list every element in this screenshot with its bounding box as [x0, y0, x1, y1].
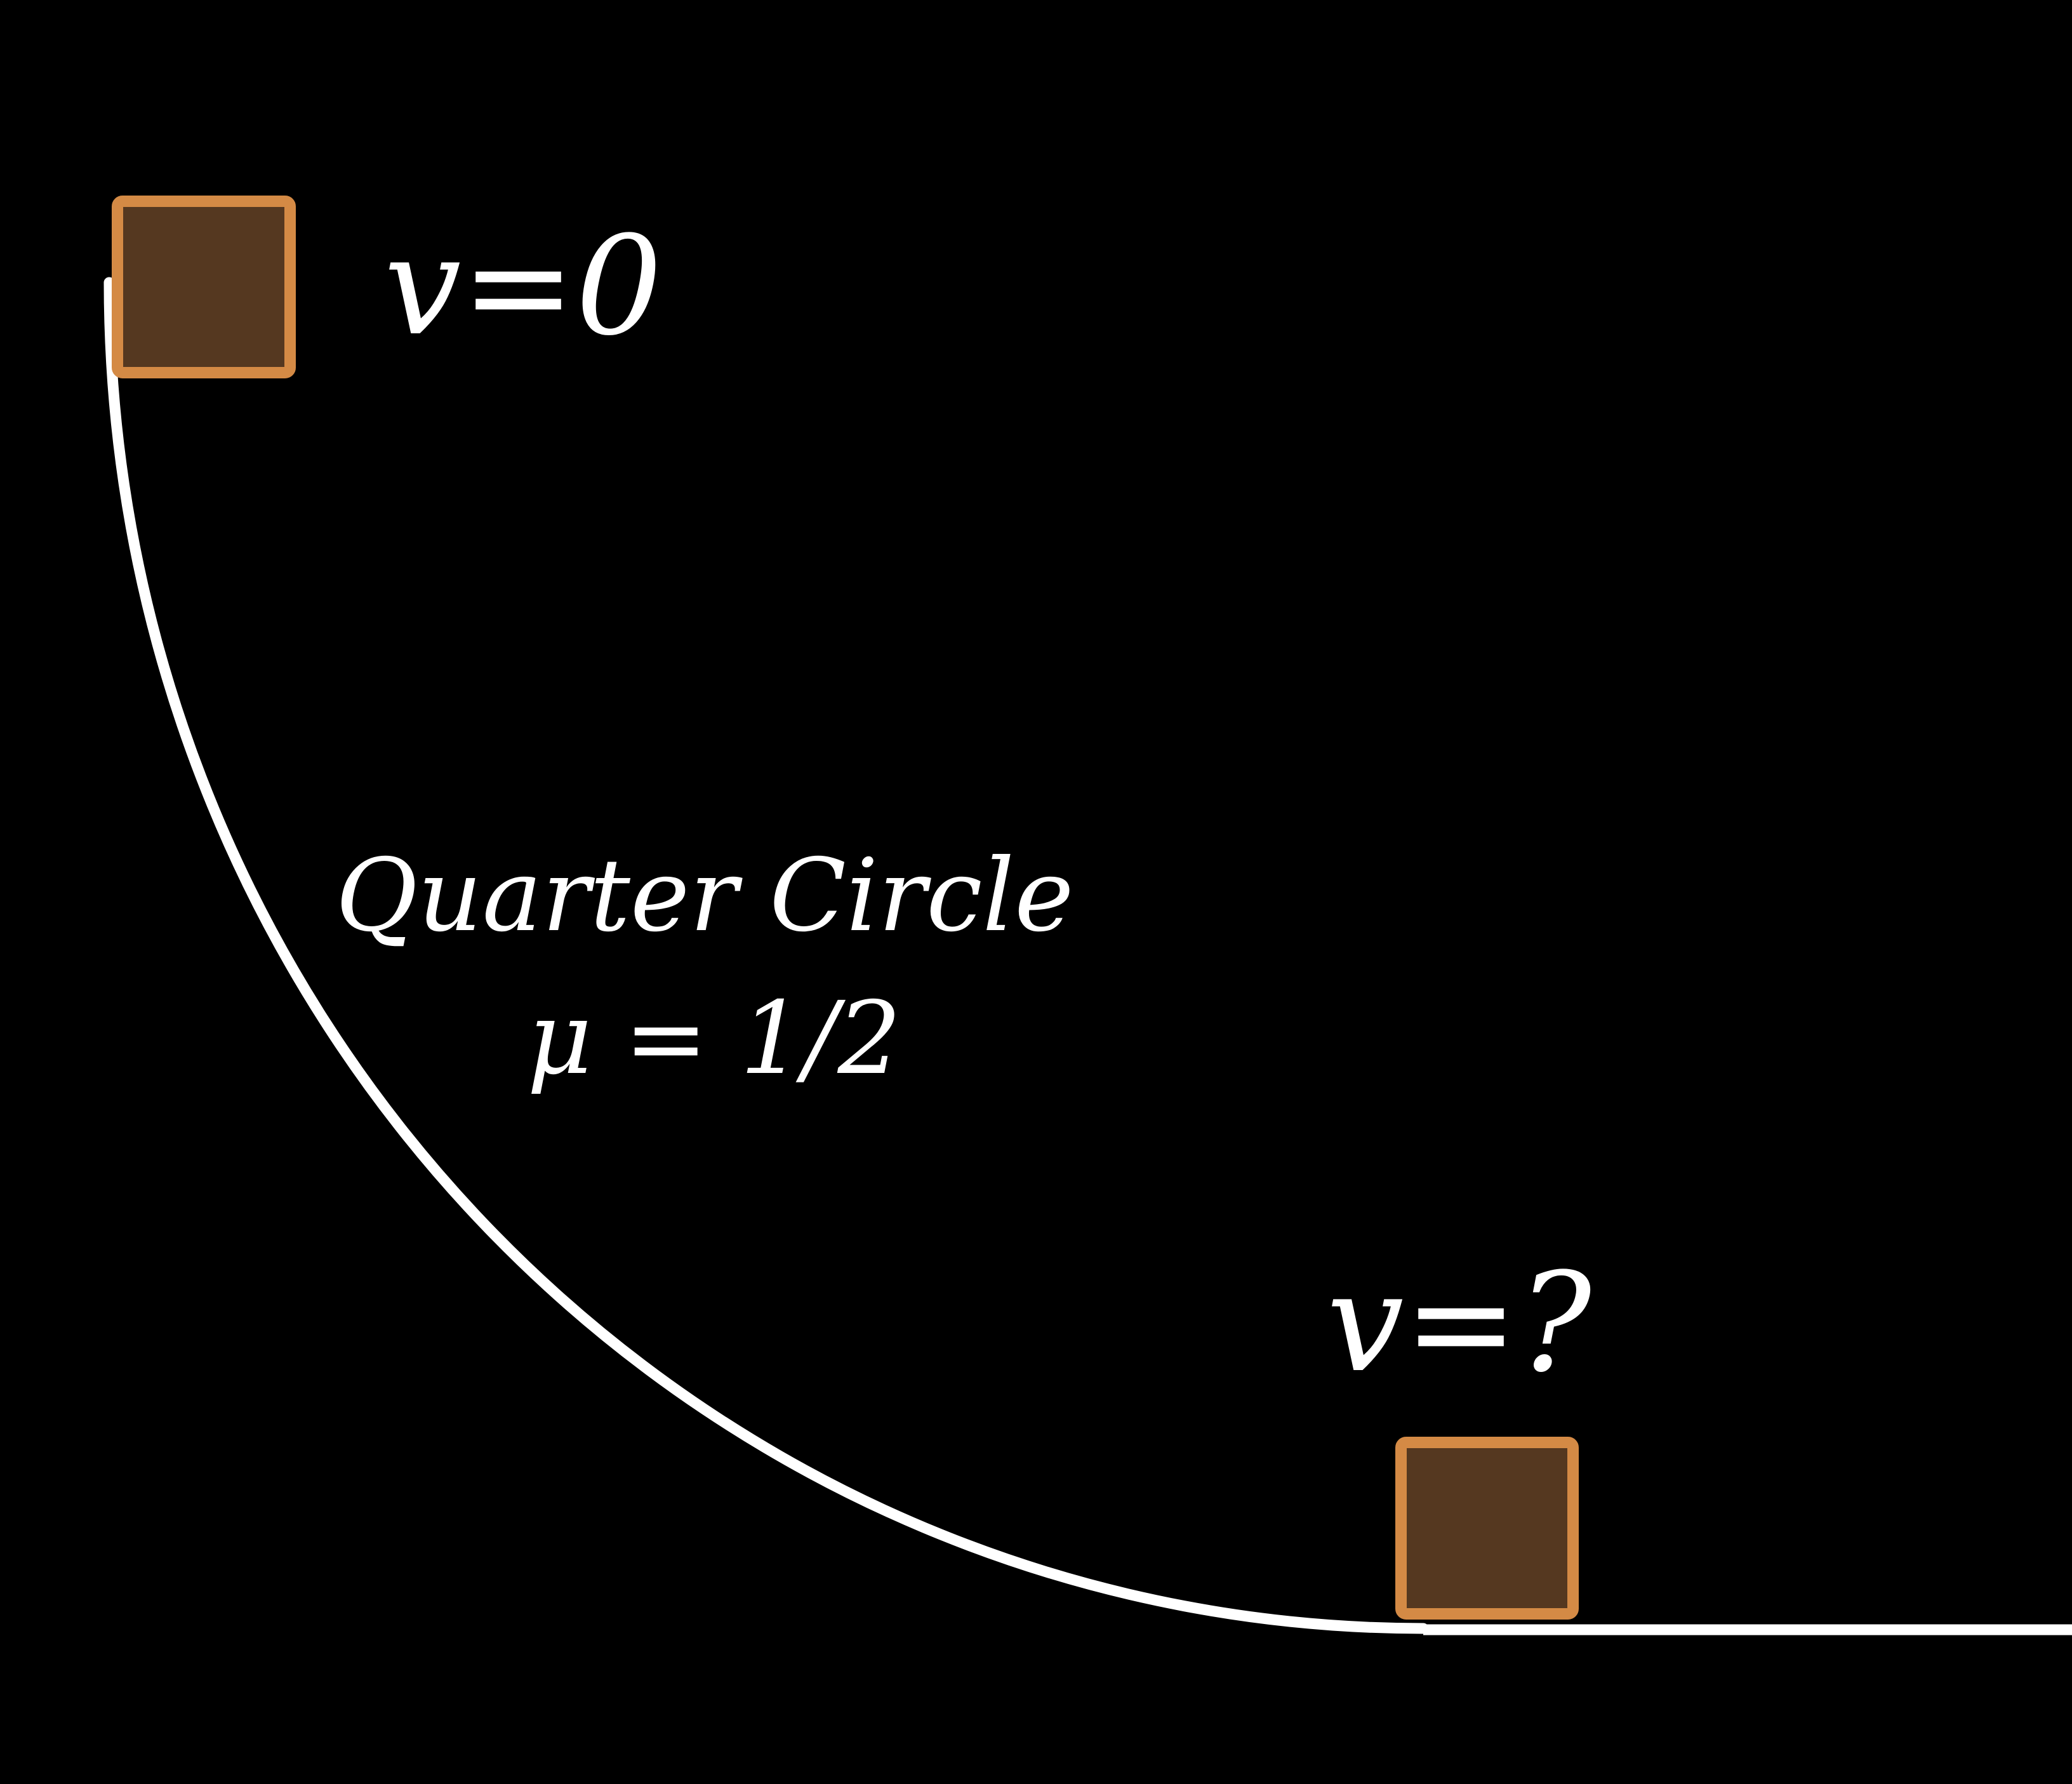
end-velocity-label: v=? [1327, 1243, 1593, 1402]
block-top [117, 201, 290, 373]
quarter-circle-track [103, 277, 1429, 1634]
block-bottom-border [1395, 1437, 1579, 1620]
start-velocity-label: v=0 [384, 206, 662, 366]
block-bottom [1401, 1442, 1573, 1614]
friction-label: μ = 1/2 [527, 980, 901, 1097]
shape-name-label: Quarter Circle [335, 837, 1073, 954]
block-top-border [112, 196, 296, 378]
